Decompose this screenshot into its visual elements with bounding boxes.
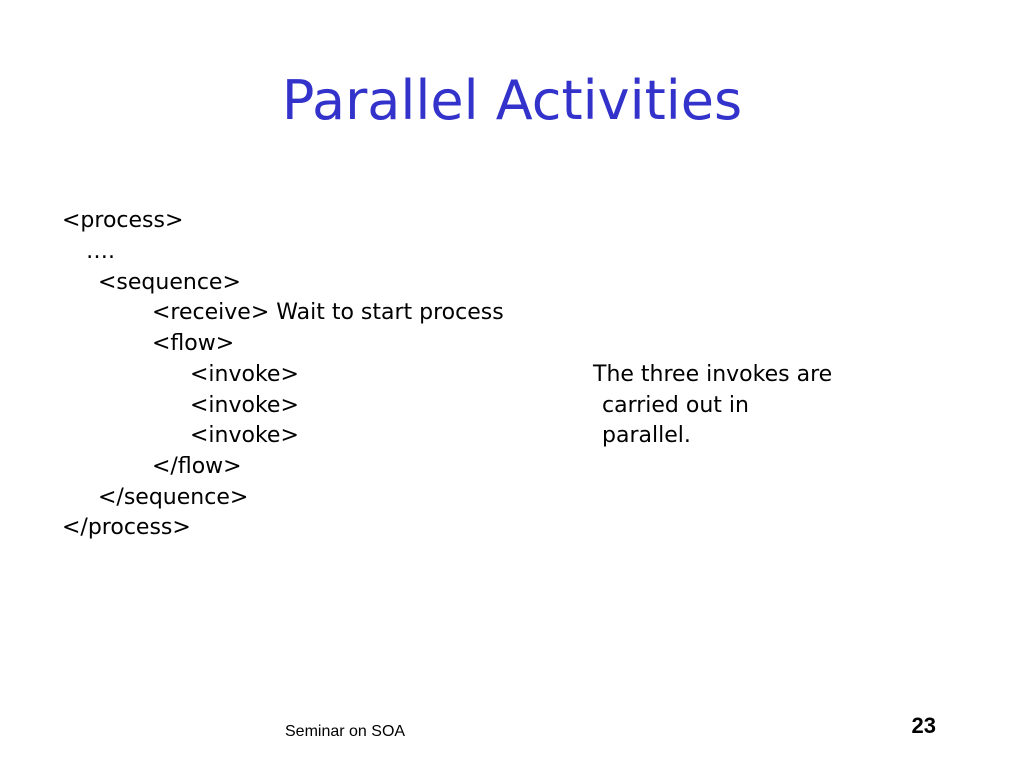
code-line-process-close: </process> [62,515,191,540]
code-line-invoke-3: <invoke> [190,423,299,448]
code-line-receive: <receive> Wait to start process [152,300,504,325]
page-number: 23 [911,713,936,738]
note-line-1: The three invokes are [593,362,833,387]
note-line-3: parallel. [602,423,691,448]
slide-title: Parallel Activities [281,69,743,132]
note-line-2: carried out in [602,393,749,418]
code-line-sequence-open: <sequence> [98,270,241,295]
code-line-flow-close: </flow> [152,454,242,479]
code-line-invoke-2: <invoke> [190,393,299,418]
code-line-process-open: <process> [62,208,184,233]
code-line-sequence-close: </sequence> [98,485,249,510]
footer-text: Seminar on SOA [285,723,406,740]
code-line-ellipsis: …. [86,239,115,264]
code-line-invoke-1: <invoke> [190,362,299,387]
code-line-flow-open: <flow> [152,331,235,356]
